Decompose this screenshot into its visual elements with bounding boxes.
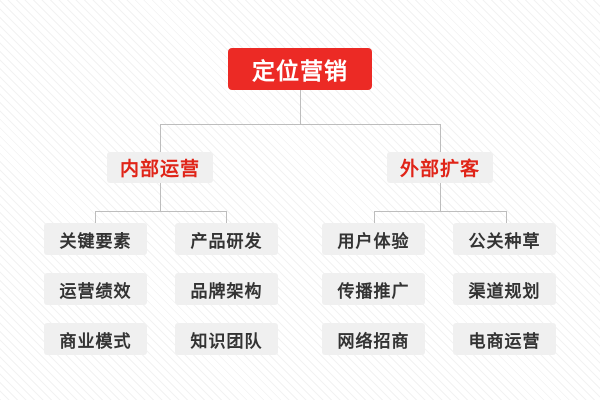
connector-root-stem — [300, 90, 301, 124]
connector-branch0-bar — [95, 211, 226, 212]
leaf-business-model[interactable]: 商业模式 — [44, 323, 147, 355]
leaf-label: 知识团队 — [190, 331, 263, 352]
leaf-label: 关键要素 — [59, 231, 132, 252]
node-branch-label: 内部运营 — [119, 158, 200, 180]
connector-branch1-stem — [440, 183, 441, 211]
leaf-user-experience[interactable]: 用户体验 — [322, 223, 425, 255]
leaf-label: 品牌架构 — [190, 281, 263, 302]
leaf-online-investment[interactable]: 网络招商 — [322, 323, 425, 355]
node-branch-external-expansion[interactable]: 外部扩客 — [387, 152, 493, 183]
leaf-label: 运营绩效 — [59, 281, 132, 302]
connector-branch1-col0 — [374, 211, 375, 223]
leaf-operational-performance[interactable]: 运营绩效 — [44, 273, 147, 305]
leaf-product-rnd[interactable]: 产品研发 — [175, 223, 278, 255]
connector-root-to-branch-0 — [160, 124, 161, 152]
leaf-brand-architecture[interactable]: 品牌架构 — [175, 273, 278, 305]
connector-root-bar — [160, 124, 441, 125]
node-root[interactable]: 定位营销 — [228, 48, 372, 90]
leaf-knowledge-team[interactable]: 知识团队 — [175, 323, 278, 355]
connector-branch0-col1 — [226, 211, 227, 223]
connector-branch1-col1 — [506, 211, 507, 223]
leaf-ecommerce-operations[interactable]: 电商运营 — [453, 323, 556, 355]
connector-branch1-bar — [374, 211, 506, 212]
leaf-communication-promotion[interactable]: 传播推广 — [322, 273, 425, 305]
node-branch-label: 外部扩客 — [399, 158, 480, 180]
leaf-label: 电商运营 — [468, 331, 541, 352]
leaf-label: 商业模式 — [59, 331, 132, 352]
leaf-label: 产品研发 — [190, 231, 263, 252]
leaf-label: 渠道规划 — [468, 281, 541, 302]
connector-branch0-col0 — [95, 211, 96, 223]
node-branch-internal-operations[interactable]: 内部运营 — [107, 152, 213, 183]
connector-branch0-stem — [160, 183, 161, 211]
leaf-key-elements[interactable]: 关键要素 — [44, 223, 147, 255]
node-root-label: 定位营销 — [252, 59, 348, 85]
leaf-label: 传播推广 — [337, 281, 410, 302]
leaf-label: 用户体验 — [337, 231, 410, 252]
leaf-label: 公关种草 — [468, 231, 541, 252]
leaf-pr-seeding[interactable]: 公关种草 — [453, 223, 556, 255]
leaf-label: 网络招商 — [337, 331, 410, 352]
connector-root-to-branch-1 — [440, 124, 441, 152]
leaf-channel-planning[interactable]: 渠道规划 — [453, 273, 556, 305]
